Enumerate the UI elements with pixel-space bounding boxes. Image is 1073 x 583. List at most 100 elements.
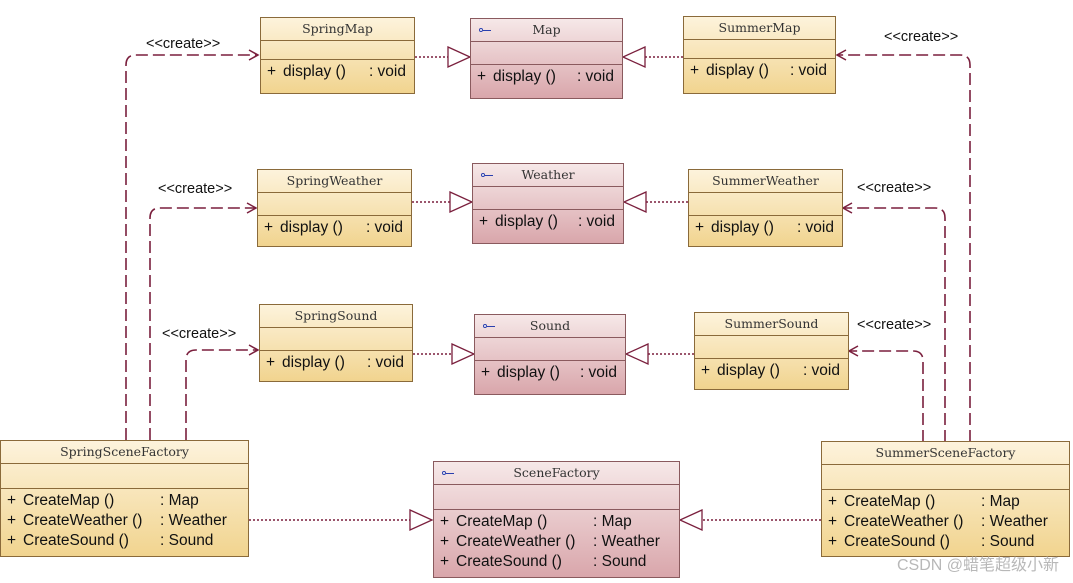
visibility: + [7, 512, 17, 529]
interface-map[interactable]: Map +display (): void [470, 18, 623, 99]
operation-return: : Sound [160, 532, 214, 549]
class-springmap[interactable]: SpringMap + display () : void [260, 17, 415, 94]
class-springscenefactory[interactable]: SpringSceneFactory +CreateMap (): Map +C… [0, 440, 249, 557]
visibility: + [264, 219, 274, 236]
operation-name: CreateMap () [456, 513, 548, 530]
create-label: <<create>> [884, 29, 959, 45]
create-label: <<create>> [158, 181, 233, 197]
operation-return: : Map [981, 493, 1020, 510]
operation-name: display () [495, 213, 558, 230]
watermark: CSDN @蜡笔超级小新 [896, 557, 1059, 574]
operation-name: display () [493, 68, 556, 85]
attribute-compartment [261, 41, 414, 60]
class-summerscenefactory[interactable]: SummerSceneFactory +CreateMap (): Map +C… [821, 441, 1070, 557]
operation-return: : void [366, 354, 404, 371]
visibility: + [267, 63, 277, 80]
dependency-create-summersound [847, 345, 924, 442]
dependency-create-springweather [149, 202, 258, 440]
attribute-compartment [475, 338, 625, 361]
operation-name: display () [711, 219, 774, 236]
create-label: <<create>> [857, 180, 932, 196]
attribute-compartment [434, 485, 679, 510]
visibility: + [7, 532, 17, 549]
interface-scenefactory[interactable]: SceneFactory +CreateMap (): Map +CreateW… [433, 461, 680, 578]
visibility: + [828, 493, 838, 510]
visibility: + [479, 213, 489, 230]
operation: +CreateMap (): Map [434, 512, 679, 532]
operation-return: : Map [160, 492, 199, 509]
create-label: <<create>> [146, 36, 221, 52]
operation: +display (): void [471, 67, 622, 87]
realization-arrowhead [624, 342, 649, 366]
operation: +CreateSound (): Sound [822, 532, 1069, 552]
realization-arrowhead [622, 190, 647, 214]
attribute-compartment [258, 193, 411, 216]
operation-name: CreateSound () [456, 553, 562, 570]
operation-return: : void [579, 364, 617, 381]
operation-return: : Sound [593, 553, 647, 570]
dependency-create-summermap [835, 49, 971, 442]
interface-icon [483, 324, 495, 328]
interface-weather[interactable]: Weather +display (): void [472, 163, 624, 244]
operation-return: : void [789, 62, 827, 79]
class-name: SpringMap [261, 18, 414, 41]
class-name: Weather [473, 164, 623, 187]
operation-name: display () [497, 364, 560, 381]
attribute-compartment [695, 336, 848, 359]
operation-name: CreateWeather () [844, 513, 964, 530]
operation-return: : void [796, 219, 834, 236]
visibility: + [828, 533, 838, 550]
visibility: + [695, 219, 705, 236]
operations-compartment: +display (): void [695, 359, 848, 381]
create-label: <<create>> [162, 326, 237, 342]
operations-compartment: +display (): void [684, 59, 835, 81]
visibility: + [690, 62, 700, 79]
operation: + display () : void [261, 62, 414, 82]
dependency-create-summerweather [841, 202, 946, 442]
operations-compartment: + display () : void [689, 216, 842, 238]
operation-return: : Weather [593, 533, 660, 550]
operation: +display (): void [684, 61, 835, 81]
visibility: + [440, 513, 450, 530]
realization-arrowhead [621, 45, 646, 69]
operation-return: : void [368, 63, 406, 80]
class-springsound[interactable]: SpringSound +display (): void [259, 304, 413, 382]
attribute-compartment [684, 40, 835, 59]
attribute-compartment [822, 465, 1069, 490]
class-summermap[interactable]: SummerMap +display (): void [683, 16, 836, 94]
class-name: SpringWeather [258, 170, 411, 193]
attribute-compartment [260, 328, 412, 351]
operation-name: CreateWeather () [456, 533, 576, 550]
class-name: SummerWeather [689, 170, 842, 193]
interface-icon [442, 471, 454, 475]
operation-name: display () [282, 354, 345, 371]
visibility: + [481, 364, 491, 381]
class-summersound[interactable]: SummerSound +display (): void [694, 312, 849, 390]
operation-return: : Weather [160, 512, 227, 529]
operation: +CreateSound (): Sound [434, 552, 679, 572]
interface-icon [479, 28, 491, 32]
operation-name: display () [717, 362, 780, 379]
class-name: SummerMap [684, 17, 835, 40]
attribute-compartment [689, 193, 842, 216]
realization-arrowhead [449, 190, 474, 214]
operation-name: display () [283, 63, 346, 80]
interface-sound[interactable]: Sound + display () : void [474, 314, 626, 395]
realization-arrowhead [409, 508, 434, 532]
class-name: Sound [475, 315, 625, 338]
operation-name: CreateMap () [844, 493, 936, 510]
interface-icon [481, 173, 493, 177]
operation-return: : Sound [981, 533, 1035, 550]
operation: +CreateWeather (): Weather [1, 511, 248, 531]
operations-compartment: + display () : void [475, 361, 625, 383]
operations-compartment: +display (): void [258, 216, 411, 238]
operation-return: : void [576, 68, 614, 85]
dependency-create-springmap [125, 49, 260, 440]
class-summerweather[interactable]: SummerWeather + display () : void [688, 169, 843, 247]
operation-return: : void [802, 362, 840, 379]
operation-name: CreateSound () [23, 532, 129, 549]
class-springweather[interactable]: SpringWeather +display (): void [257, 169, 412, 247]
operation: +CreateWeather (): Weather [434, 532, 679, 552]
class-name: Map [471, 19, 622, 42]
